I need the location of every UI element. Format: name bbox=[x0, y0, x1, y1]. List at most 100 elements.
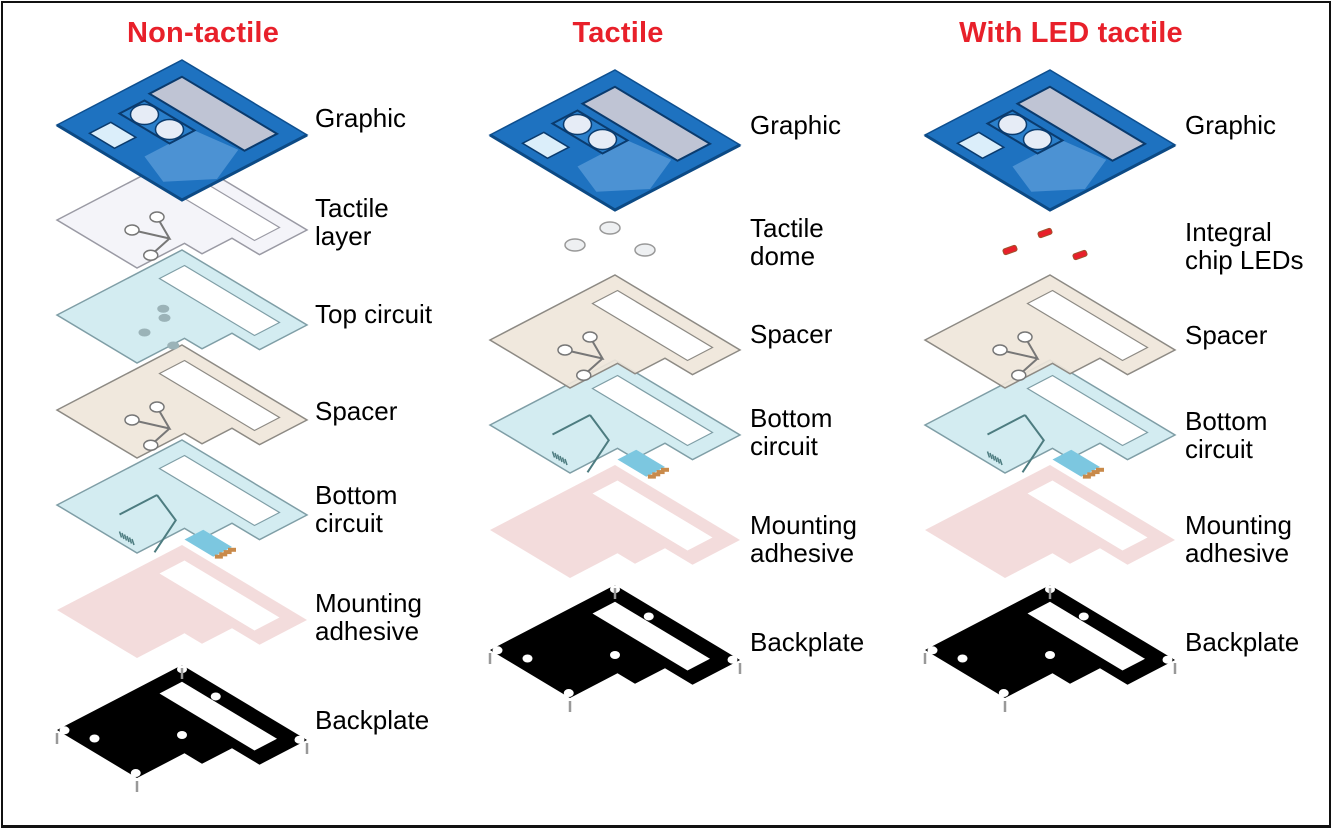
label-tactile-layer: Tactile layer bbox=[315, 193, 389, 251]
layer-adhesive bbox=[925, 465, 1175, 578]
tail-contact bbox=[1087, 472, 1096, 477]
tail-contact bbox=[223, 550, 232, 555]
button-key bbox=[997, 113, 1028, 136]
spacer-sheet bbox=[923, 274, 1177, 389]
label-bottom-circuit: Bottom circuit bbox=[1185, 406, 1268, 464]
tactile-dome bbox=[634, 243, 656, 257]
display-cutout bbox=[1026, 374, 1149, 447]
circuit-trace bbox=[987, 414, 1045, 473]
tail-contact bbox=[1096, 467, 1104, 472]
flex-tail bbox=[617, 449, 665, 477]
tactile-dome bbox=[599, 221, 621, 235]
tail-contact bbox=[652, 472, 661, 477]
flex-tail bbox=[184, 529, 232, 557]
button-key bbox=[562, 113, 593, 136]
display-cutout bbox=[159, 560, 280, 631]
label-backplate: Backplate bbox=[750, 627, 865, 657]
switch-cutout bbox=[1017, 331, 1033, 343]
switch-cutout bbox=[1011, 369, 1027, 381]
layer-top-circuit bbox=[55, 249, 309, 364]
adhesive-sheet bbox=[925, 465, 1175, 578]
display-cutout bbox=[158, 264, 281, 337]
display-cutout bbox=[591, 374, 714, 447]
mounting-hole bbox=[492, 646, 503, 655]
layer-spacer bbox=[923, 274, 1177, 389]
button-key bbox=[129, 103, 160, 126]
mounting-hole bbox=[957, 654, 968, 663]
label-integral-chip-leds: Integral chip LEDs bbox=[1185, 217, 1304, 275]
tactile-dome bbox=[564, 238, 586, 252]
layer-leds bbox=[1002, 227, 1088, 261]
column-title-non-tactile: Non-tactile bbox=[126, 17, 280, 49]
graphic-artwork bbox=[144, 130, 239, 182]
tactile-layer-sheet bbox=[55, 154, 309, 269]
graphic-artwork bbox=[1012, 140, 1107, 192]
square-key bbox=[955, 131, 1006, 160]
column-title-tactile: Tactile bbox=[572, 17, 664, 49]
tail-contact bbox=[661, 467, 669, 472]
mounting-hole bbox=[294, 735, 305, 744]
layer-spacer bbox=[55, 344, 309, 459]
button-key bbox=[1022, 128, 1053, 151]
label-spacer: Spacer bbox=[750, 319, 833, 349]
switch-cutout bbox=[992, 344, 1008, 356]
display-cutout bbox=[1026, 289, 1149, 362]
label-graphic: Graphic bbox=[315, 103, 407, 133]
mounting-hole bbox=[610, 651, 620, 659]
contact-pad bbox=[157, 304, 170, 313]
switch-cutout bbox=[143, 439, 159, 451]
mounting-hole bbox=[1045, 651, 1055, 659]
label-graphic: Graphic bbox=[750, 110, 842, 140]
adhesive-sheet bbox=[57, 545, 307, 658]
label-graphic: Graphic bbox=[1185, 110, 1277, 140]
mounting-hole bbox=[727, 655, 738, 664]
circuit-trace bbox=[552, 414, 610, 473]
layer-bottom-circuit bbox=[55, 439, 309, 559]
tail-contact bbox=[219, 552, 228, 557]
spacer-sheet bbox=[488, 274, 742, 389]
circuit-trace bbox=[119, 494, 177, 553]
display-cutout bbox=[158, 454, 281, 527]
mounting-hole bbox=[927, 646, 938, 655]
mounting-hole bbox=[563, 689, 574, 698]
contact-pad bbox=[138, 328, 151, 337]
square-key bbox=[520, 131, 571, 160]
tail-contact bbox=[1082, 474, 1091, 479]
switch-cutout bbox=[582, 331, 598, 343]
layer-adhesive bbox=[490, 465, 740, 578]
chip-led bbox=[1002, 244, 1018, 256]
layer-spacer bbox=[488, 274, 742, 389]
layer-backplate bbox=[488, 585, 742, 712]
mounting-hole bbox=[643, 612, 654, 621]
label-spacer: Spacer bbox=[315, 396, 398, 426]
tail-contact bbox=[647, 474, 656, 479]
backplate-window bbox=[1027, 601, 1145, 671]
contact-pad bbox=[158, 313, 171, 322]
mounting-hole bbox=[522, 654, 533, 663]
graphic-artwork bbox=[577, 140, 672, 192]
mounting-hole bbox=[130, 769, 141, 778]
display-window bbox=[147, 75, 280, 152]
mounting-hole bbox=[1162, 655, 1173, 664]
display-cutout bbox=[591, 289, 714, 362]
button-key bbox=[587, 128, 618, 151]
mounting-hole bbox=[89, 734, 100, 743]
backplate-plate bbox=[925, 585, 1175, 698]
label-top-circuit: Top circuit bbox=[315, 299, 433, 329]
backplate-plate bbox=[57, 665, 307, 778]
label-mounting-adhesive: Mounting adhesive bbox=[1185, 510, 1292, 568]
spacer-sheet bbox=[55, 344, 309, 459]
label-bottom-circuit: Bottom circuit bbox=[750, 403, 833, 461]
layer-domes bbox=[564, 221, 656, 257]
chip-led bbox=[1037, 227, 1053, 239]
layer-adhesive bbox=[57, 545, 307, 658]
label-mounting-adhesive: Mounting adhesive bbox=[750, 510, 857, 568]
square-key bbox=[87, 121, 138, 150]
switch-cutout bbox=[149, 211, 165, 223]
layer-graphic bbox=[923, 69, 1177, 212]
switch-cutout bbox=[124, 414, 140, 426]
layer-backplate bbox=[923, 585, 1177, 712]
display-cutout bbox=[592, 480, 713, 551]
column-title-led-tactile: With LED tactile bbox=[959, 17, 1183, 49]
